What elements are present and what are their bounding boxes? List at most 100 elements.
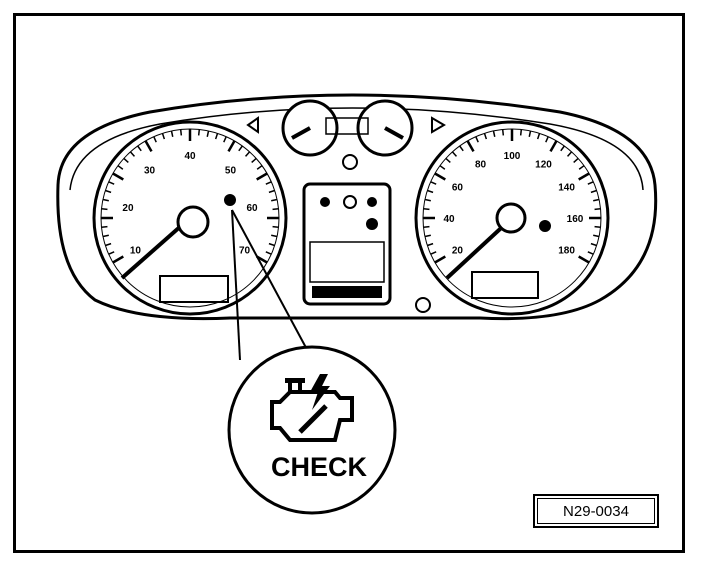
tachometer-tick [271,234,278,238]
speedometer-tick [459,145,464,152]
speedometer-label: 160 [567,214,584,225]
speedometer-tick [594,225,601,229]
tachometer-tick [244,151,251,157]
tachometer-tick [117,165,124,170]
tachometer-tick [238,145,243,152]
speedometer-tick [427,242,434,247]
tachometer-tick [268,189,275,194]
engine-check-icon [270,374,354,442]
tachometer-label: 30 [144,166,156,177]
speedometer-tick [483,133,488,140]
tachometer-tick [206,130,210,137]
tachometer-tick [123,157,129,164]
speedometer-tick [536,133,541,140]
trip-display [471,271,539,299]
tachometer-tick [227,140,236,152]
speedometer-tick [424,198,431,202]
speedometer-tick [424,234,431,238]
odometer-display [159,275,229,303]
speedometer-tick [560,145,565,152]
speedometer-tick [466,140,475,152]
tachometer-tick [161,133,166,140]
speedometer-tick [578,165,585,170]
callout-leader [231,209,319,371]
speedometer-tick [430,181,437,185]
tachometer-tick [223,136,227,143]
speedometer-tick [427,189,434,194]
speedometer-tick [501,129,505,136]
speedometer-tick [434,255,446,264]
tachometer-tick [102,198,109,202]
tachometer-tick [108,251,115,255]
tachometer-label: 60 [246,203,258,214]
speedometer-tick [430,251,437,255]
speedometer-label: 20 [452,246,464,257]
tachometer-tick [214,133,219,140]
speedometer-tick [445,157,451,164]
speedometer-tick [423,207,430,211]
speedometer-tick [594,207,601,211]
speedometer-tick [593,198,600,202]
tachometer-tick [144,140,153,152]
center-display [302,182,431,313]
tachometer-tick [153,136,157,143]
speedometer-tick [423,225,430,229]
tachometer-tick [108,181,115,185]
speedometer-tick [451,151,458,157]
tachometer-tick [170,130,174,137]
speedometer-tick [578,255,590,264]
tachometer-tick [251,157,257,164]
speedometer-tick [590,242,597,247]
speedometer-tick [573,157,579,164]
speedometer-tick [528,130,532,137]
speedometer-tick [434,172,446,181]
speedometer-label: 180 [558,246,575,257]
speedometer-label: 120 [535,159,552,170]
tachometer-label: 70 [239,246,251,257]
speedometer-tick [439,165,446,170]
speedometer-tick [549,140,558,152]
tachometer-tick [101,225,108,229]
tachometer-tick [112,172,124,181]
tachometer-tick [272,207,279,211]
speedometer-label: 100 [504,151,521,162]
tachometer: 10 20 30 40 50 60 70 [92,120,288,316]
tachometer-tick [272,225,279,229]
tachometer-tick [197,129,201,136]
top-gauges [246,99,446,170]
speedometer-tick [587,251,594,255]
tachometer-label: 20 [122,203,134,214]
tachometer-tick [137,145,142,152]
tachometer-tick [105,189,112,194]
tachometer-label: 50 [225,166,237,177]
tachometer-tick [112,255,124,264]
speedometer-tick [587,181,594,185]
tachometer-tick [105,242,112,247]
tachometer-label: 40 [184,151,196,162]
speedometer-label: 140 [558,183,575,194]
speedometer-tick [590,189,597,194]
speedometer-tick [492,130,496,137]
tachometer-label: 10 [130,246,142,257]
check-label: CHECK [270,452,367,482]
tachometer-tick [265,181,272,185]
speedometer-label: 60 [452,183,464,194]
speedometer-tick [545,136,549,143]
speedometer-tick [475,136,479,143]
speedometer: 20 40 60 80 100 120 140 160 180 [414,120,610,316]
tachometer-tick [271,198,278,202]
speedometer-tick [593,234,600,238]
temperature-gauge [356,99,414,157]
engine-warning-lamp [224,194,236,206]
fuel-gauge [281,99,339,157]
speedometer-label: 80 [475,159,487,170]
speedometer-tick [566,151,573,157]
tachometer-tick [265,251,272,255]
tachometer-tick [102,234,109,238]
cluster-housing-inner [69,107,644,191]
tachometer-tick [179,129,183,136]
speedometer-label: 40 [443,214,455,225]
tachometer-tick [256,165,263,170]
tachometer-tick [256,172,268,181]
